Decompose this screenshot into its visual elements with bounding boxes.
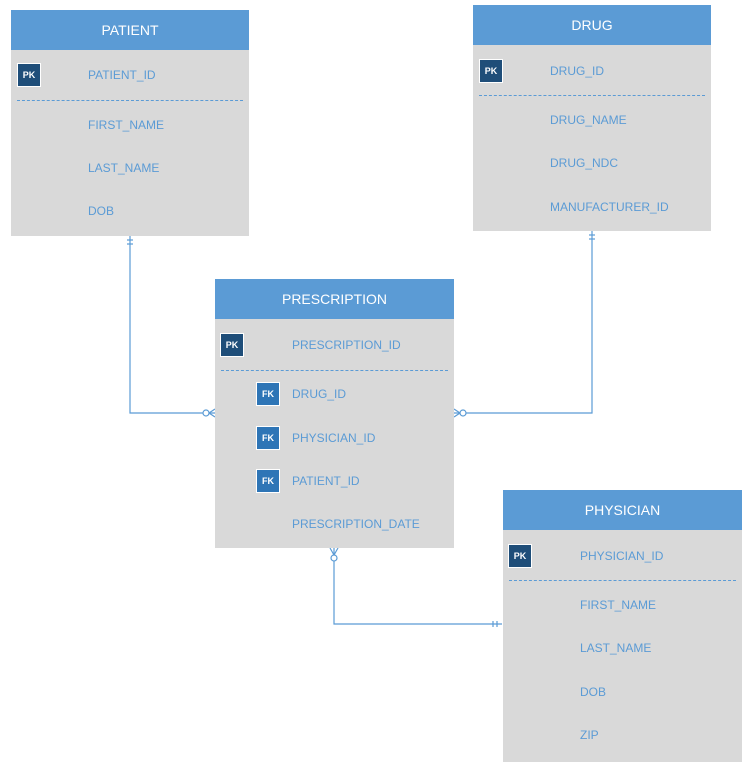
drug-entity-title: DRUG bbox=[473, 5, 711, 45]
prescription-fk-row[interactable]: FK PATIENT_ID bbox=[215, 469, 454, 493]
last-name-field: LAST_NAME bbox=[580, 641, 652, 655]
first-name-field: FIRST_NAME bbox=[580, 598, 657, 612]
patient-entity[interactable]: PATIENT PK PATIENT_ID FIRST_NAME LAST_NA… bbox=[11, 10, 249, 236]
drug-attribute-row[interactable]: DRUG_NAME bbox=[473, 108, 711, 132]
physician-pk-row[interactable]: PK PHYSICIAN_ID bbox=[503, 544, 742, 568]
zip-field: ZIP bbox=[580, 728, 599, 742]
key-divider bbox=[17, 100, 243, 101]
prescription-pk-row[interactable]: PK PRESCRIPTION_ID bbox=[215, 333, 454, 357]
pk-badge: PK bbox=[17, 63, 41, 87]
key-divider bbox=[479, 95, 705, 96]
drug-id-field: DRUG_ID bbox=[550, 64, 605, 78]
physician-entity-title: PHYSICIAN bbox=[503, 490, 742, 530]
patient-attribute-row[interactable]: LAST_NAME bbox=[11, 156, 249, 180]
fk-badge: FK bbox=[256, 382, 280, 406]
patient-id-field: PATIENT_ID bbox=[88, 68, 156, 82]
fk-badge: FK bbox=[256, 469, 280, 493]
physician-id-field: PHYSICIAN_ID bbox=[580, 549, 664, 563]
drug-name-field: DRUG_NAME bbox=[550, 113, 627, 127]
pk-badge: PK bbox=[508, 544, 532, 568]
dob-field: DOB bbox=[88, 204, 115, 218]
patient-id-fk-field: PATIENT_ID bbox=[292, 474, 360, 488]
drug-pk-row[interactable]: PK DRUG_ID bbox=[473, 59, 711, 83]
physician-attribute-row[interactable]: ZIP bbox=[503, 723, 742, 747]
physician-entity[interactable]: PHYSICIAN PK PHYSICIAN_ID FIRST_NAME LAS… bbox=[503, 490, 742, 762]
physician-attribute-row[interactable]: DOB bbox=[503, 680, 742, 704]
fk-badge: FK bbox=[256, 426, 280, 450]
prescription-fk-row[interactable]: FK DRUG_ID bbox=[215, 382, 454, 406]
physician-prescription-relationship bbox=[329, 547, 502, 627]
prescription-fk-row[interactable]: FK PHYSICIAN_ID bbox=[215, 426, 454, 450]
prescription-entity-title: PRESCRIPTION bbox=[215, 279, 454, 319]
physician-attribute-row[interactable]: LAST_NAME bbox=[503, 636, 742, 660]
drug-id-fk-field: DRUG_ID bbox=[292, 387, 347, 401]
key-divider bbox=[509, 580, 736, 581]
physician-attribute-row[interactable]: FIRST_NAME bbox=[503, 593, 742, 617]
pk-badge: PK bbox=[220, 333, 244, 357]
first-name-field: FIRST_NAME bbox=[88, 118, 165, 132]
prescription-date-field: PRESCRIPTION_DATE bbox=[292, 517, 420, 531]
key-divider bbox=[221, 370, 448, 371]
drug-attribute-row[interactable]: DRUG_NDC bbox=[473, 151, 711, 175]
prescription-id-field: PRESCRIPTION_ID bbox=[292, 338, 401, 352]
patient-attribute-row[interactable]: FIRST_NAME bbox=[11, 113, 249, 137]
drug-ndc-field: DRUG_NDC bbox=[550, 156, 619, 170]
prescription-entity[interactable]: PRESCRIPTION PK PRESCRIPTION_ID FK DRUG_… bbox=[215, 279, 454, 548]
drug-attribute-row[interactable]: MANUFACTURER_ID bbox=[473, 195, 711, 219]
patient-attribute-row[interactable]: DOB bbox=[11, 199, 249, 223]
pk-badge: PK bbox=[479, 59, 503, 83]
dob-field: DOB bbox=[580, 685, 607, 699]
prescription-attribute-row[interactable]: PRESCRIPTION_DATE bbox=[215, 512, 454, 536]
drug-prescription-relationship bbox=[453, 231, 595, 418]
manufacturer-id-field: MANUFACTURER_ID bbox=[550, 200, 669, 214]
last-name-field: LAST_NAME bbox=[88, 161, 160, 175]
patient-pk-row[interactable]: PK PATIENT_ID bbox=[11, 63, 249, 87]
patient-prescription-relationship bbox=[127, 236, 216, 418]
patient-entity-title: PATIENT bbox=[11, 10, 249, 50]
physician-id-fk-field: PHYSICIAN_ID bbox=[292, 431, 376, 445]
drug-entity[interactable]: DRUG PK DRUG_ID DRUG_NAME DRUG_NDC MANUF… bbox=[473, 5, 711, 231]
